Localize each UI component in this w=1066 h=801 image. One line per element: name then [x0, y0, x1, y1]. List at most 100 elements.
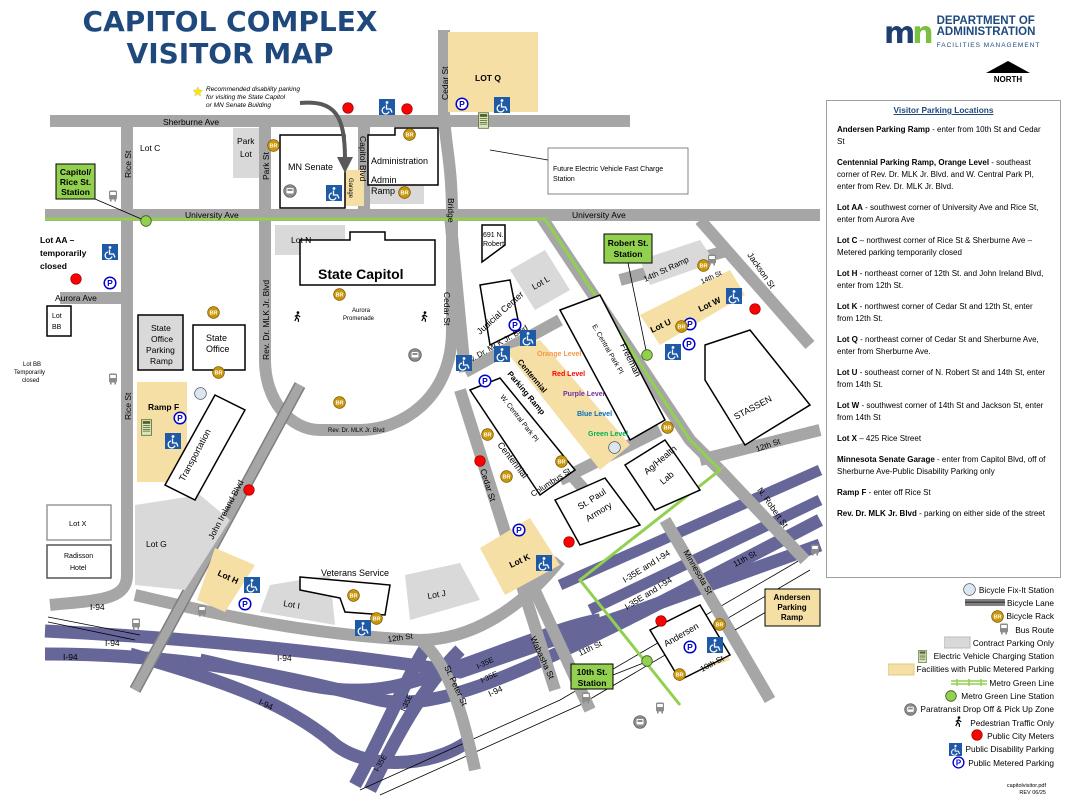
- road-12th-st-east: [698, 424, 822, 466]
- parking-entry: Minnesota Senate Garage - enter from Cap…: [837, 454, 1050, 478]
- metered-parking-icon[interactable]: [512, 523, 526, 537]
- bus-icon: [656, 702, 664, 714]
- lot-bb-area[interactable]: [46, 305, 72, 337]
- label-garage: Garage: [347, 178, 353, 199]
- lot-g-area[interactable]: [135, 495, 230, 590]
- disability-parking-icon[interactable]: [456, 355, 472, 371]
- label-lot-c: Lot C: [140, 143, 160, 153]
- disability-parking-icon[interactable]: [726, 288, 742, 304]
- disability-parking-icon[interactable]: [665, 344, 681, 360]
- parking-entry-name: Rev. Dr. MLK Jr. Blvd: [837, 509, 917, 518]
- city-meter-icon[interactable]: [401, 103, 413, 115]
- logo-subtitle: FACILITIES MANAGEMENT: [936, 42, 1041, 49]
- disability-parking-icon[interactable]: [165, 433, 181, 449]
- lot-l-area[interactable]: [510, 250, 570, 310]
- metered-parking-icon[interactable]: [508, 318, 522, 332]
- legend-label: Bicycle Lane: [1006, 597, 1054, 608]
- legend-item: Bicycle Fix-It Station: [854, 583, 1054, 596]
- paratransit-icon: [633, 715, 647, 729]
- label-tenth-station-1: 10th St.: [577, 667, 608, 677]
- city-meter-icon[interactable]: [749, 303, 761, 315]
- legend-label: Paratransit Drop Off & Pick Up Zone: [920, 704, 1054, 715]
- title-line-1: CAPITOL COMPLEX: [82, 5, 378, 38]
- metered-facility-icon: [887, 663, 915, 676]
- parking-entry-desc: - southeast corner of Rev. Dr. MLK Jr. B…: [837, 158, 1034, 191]
- label-admin-ramp-1: Admin: [371, 175, 397, 185]
- city-meter-icon[interactable]: [342, 102, 354, 114]
- legend-item: Metro Green Line Station: [854, 689, 1054, 702]
- legend-item: Paratransit Drop Off & Pick Up Zone: [854, 702, 1054, 716]
- label-aurora-ave: Aurora Ave: [55, 293, 97, 303]
- bicycle-rack-icon: [333, 288, 346, 301]
- ag-health-lab-building: [623, 438, 702, 511]
- label-sherburne-ave: Sherburne Ave: [163, 117, 219, 127]
- disability-parking-icon[interactable]: [494, 97, 510, 113]
- label-cedar-st-mid: Cedar St: [442, 292, 452, 326]
- city-meter-icon[interactable]: [243, 484, 255, 496]
- green-line-station-icon[interactable]: [641, 349, 653, 361]
- parking-entry-desc: - southwest corner of University Ave and…: [837, 203, 1039, 224]
- disability-parking-icon[interactable]: [379, 99, 395, 115]
- city-meter-icon[interactable]: [70, 273, 82, 285]
- lot-h-area[interactable]: [197, 548, 255, 612]
- green-line-station-icon[interactable]: [641, 655, 653, 667]
- parking-entry-desc: – northwest corner of Rice St & Sherburn…: [837, 236, 1033, 257]
- stassen-building: [704, 329, 812, 447]
- city-meter-icon[interactable]: [474, 455, 486, 467]
- label-andersen-ramp-2: Parking: [777, 603, 806, 612]
- robert-station-box: [603, 233, 653, 264]
- disability-parking-icon[interactable]: [536, 555, 552, 571]
- label-mlk-vertical: Rev. Dr. MLK Jr. Blvd: [261, 280, 271, 360]
- metered-parking-icon[interactable]: [455, 97, 469, 111]
- label-lot-bb-1: Lot: [52, 313, 62, 320]
- andersen-ramp-box: [764, 588, 821, 627]
- disability-parking-icon[interactable]: [102, 244, 118, 260]
- park-lot-area[interactable]: [233, 128, 259, 178]
- paratransit-icon: [904, 702, 918, 716]
- parking-entry-name: Lot Q: [837, 335, 858, 344]
- ramp-14th-area[interactable]: [640, 240, 715, 285]
- legend-item: Bus Route: [854, 623, 1054, 636]
- label-i94-c: I-94: [63, 652, 78, 662]
- disability-parking-icon[interactable]: [494, 346, 510, 362]
- parking-entry-desc: - parking on either side of the street: [916, 509, 1045, 518]
- lot-u-w-area[interactable]: [640, 270, 745, 345]
- label-aurora-promenade-1: Aurora: [352, 308, 371, 314]
- metered-parking-icon[interactable]: [682, 337, 696, 351]
- label-rice-st-2: Rice St: [123, 392, 133, 420]
- bicycle-lane-icon: [964, 599, 1005, 607]
- parking-entry-name: Lot K: [837, 302, 858, 311]
- metered-parking-icon[interactable]: [173, 411, 187, 425]
- label-12th-st: 12th St: [387, 631, 414, 644]
- city-meter-icon[interactable]: [655, 615, 667, 627]
- parking-entry-desc: - enter off Rice St: [866, 488, 931, 497]
- city-meter-icon[interactable]: [563, 536, 575, 548]
- metered-parking-icon[interactable]: [478, 374, 492, 388]
- metered-parking-icon: [952, 756, 965, 769]
- disability-parking-icon[interactable]: [355, 620, 371, 636]
- metered-parking-icon[interactable]: [103, 276, 117, 290]
- label-andersen-ramp-3: Ramp: [781, 613, 803, 622]
- legend-label: Metro Green Line: [989, 677, 1054, 688]
- parking-entry-desc: - northeast corner of 12th St. and John …: [837, 269, 1044, 290]
- pedestrian-icon: [294, 311, 301, 322]
- disability-parking-icon[interactable]: [520, 330, 536, 346]
- metered-parking-icon[interactable]: [238, 597, 252, 611]
- recommendation-arrow: [299, 100, 347, 161]
- label-lot-aa-2: temporarily: [40, 248, 87, 258]
- metered-parking-icon[interactable]: [683, 640, 697, 654]
- disability-parking-icon: [949, 742, 963, 756]
- label-state-office-1: State: [206, 333, 227, 343]
- lot-j-area[interactable]: [405, 563, 480, 620]
- recommendation-arrowhead: [337, 157, 353, 173]
- disability-parking-icon[interactable]: [326, 185, 342, 201]
- disability-parking-icon[interactable]: [244, 577, 260, 593]
- bus-icon: [708, 254, 716, 266]
- lot-k-area[interactable]: [480, 518, 560, 595]
- logo-line-2: ADMINISTRATION: [936, 26, 1036, 38]
- note-line-3: or MN Senate Building: [206, 102, 272, 109]
- lot-x-area[interactable]: [46, 504, 112, 541]
- disability-parking-icon[interactable]: [707, 637, 723, 653]
- centennial-ramp-area[interactable]: [505, 340, 630, 470]
- green-line-station-icon[interactable]: [140, 215, 152, 227]
